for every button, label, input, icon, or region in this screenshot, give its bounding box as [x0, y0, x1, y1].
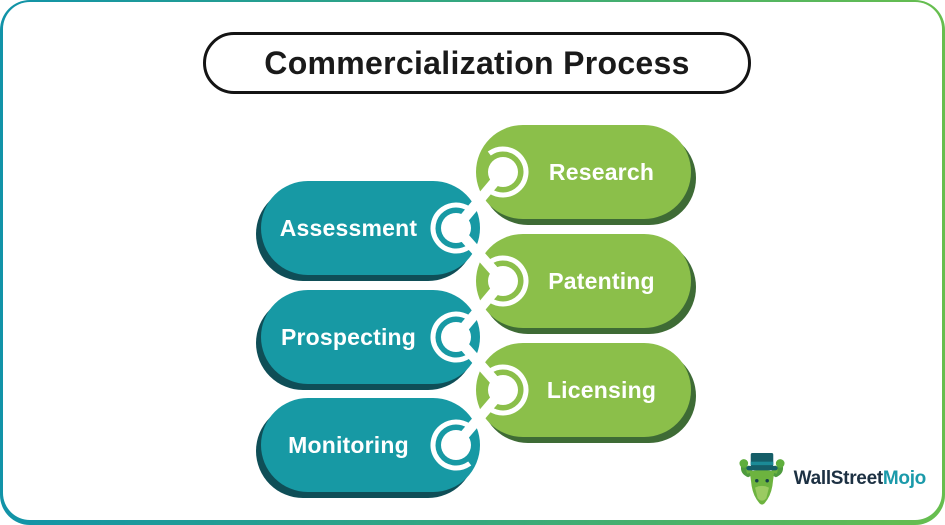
- title-box: Commercialization Process: [203, 32, 751, 94]
- logo-text: WallStreetMojo: [793, 468, 927, 490]
- step-label-monitoring: Monitoring: [288, 431, 409, 458]
- step-label-prospecting: Prospecting: [280, 323, 417, 350]
- step-pill-patenting: Patenting: [476, 234, 691, 328]
- step-label-patenting: Patenting: [548, 267, 655, 294]
- bull-right-fist: [775, 459, 785, 468]
- step-pill-assessment: Assessment: [261, 181, 480, 275]
- bull-left-eye: [754, 479, 759, 483]
- bull-muzzle: [754, 485, 769, 501]
- page-title: Commercialization Process: [264, 44, 690, 81]
- diagram-canvas: Commercialization Process Research Asses…: [3, 2, 942, 520]
- logo-brand-primary: WallStreet: [793, 468, 884, 489]
- bull-mascot-icon: [739, 453, 785, 505]
- step-pill-licensing: Licensing: [476, 343, 691, 437]
- step-label-assessment: Assessment: [279, 214, 418, 241]
- bull-right-eye: [765, 479, 769, 483]
- logo-brand-accent: Mojo: [882, 468, 926, 489]
- bull-left-fist: [739, 459, 748, 468]
- step-pill-research: Research: [476, 125, 691, 219]
- bull-hat-band: [750, 461, 773, 466]
- bull-hat-brim: [746, 466, 778, 471]
- step-pill-monitoring: Monitoring: [261, 398, 480, 492]
- step-label-research: Research: [548, 158, 655, 185]
- wallstreetmojo-logo: WallStreetMojo: [736, 451, 926, 507]
- step-pill-prospecting: Prospecting: [261, 290, 480, 384]
- step-label-licensing: Licensing: [546, 376, 657, 403]
